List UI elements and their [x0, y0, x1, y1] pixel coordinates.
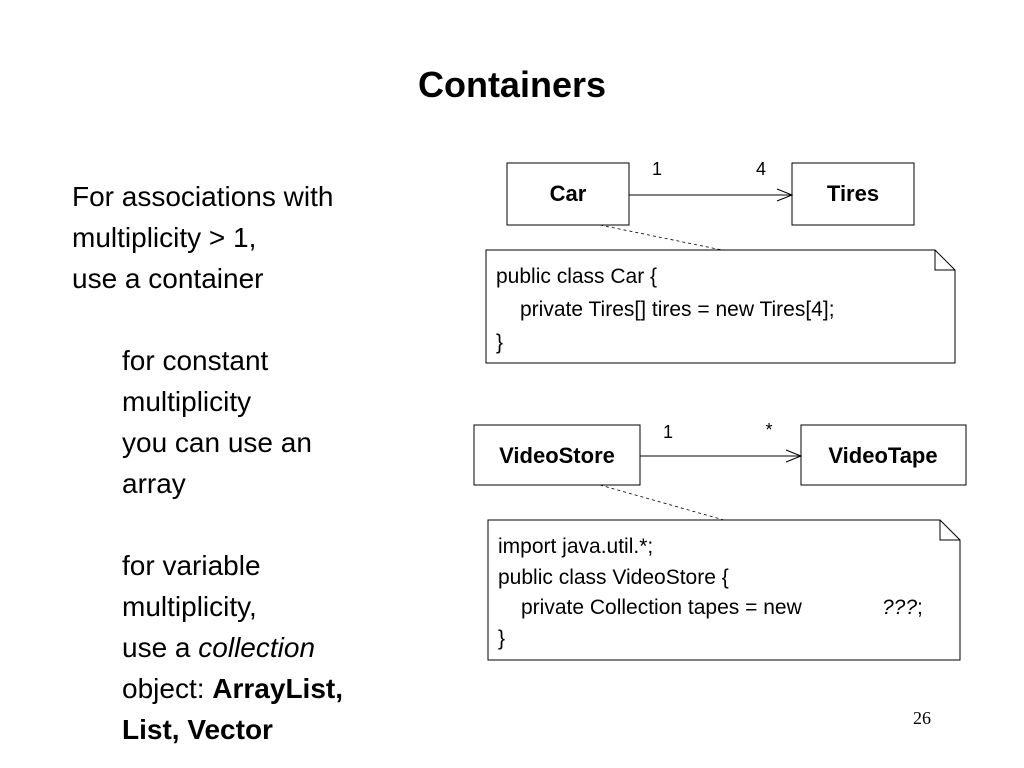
diagram-car-tires: Car Tires 1 4 public class Car { private…: [485, 159, 956, 364]
note-line-3-semicolon: ;: [917, 596, 923, 619]
variable-line-1: for variable: [122, 550, 261, 581]
collection-emphasis: collection: [198, 632, 316, 663]
class-box-car: [506, 162, 630, 226]
class-box-tires: [791, 162, 915, 226]
note-line-3-main: private Collection tapes = new: [521, 596, 803, 619]
class-box-videostore: [473, 424, 641, 486]
class-name-car: Car: [550, 181, 587, 206]
diagram-videostore-videotape: VideoStore VideoTape 1 * import java.uti…: [473, 420, 967, 661]
intro-line-3: use a container: [72, 263, 264, 294]
note-car-line-1: public class Car {: [496, 265, 657, 288]
note-fold-corner: [934, 250, 955, 271]
note-videostore-line-4: }: [498, 627, 505, 650]
variable-line-5: List, Vector: [72, 709, 343, 750]
multiplicity-videostore: 1: [663, 422, 673, 442]
multiplicity-videotape: *: [765, 420, 772, 440]
constant-line-1: for constant: [122, 345, 269, 376]
note-videostore-line-1: import java.util.*;: [498, 535, 653, 558]
class-name-tires: Tires: [827, 181, 879, 206]
left-text-block: For associations with multiplicity > 1, …: [72, 176, 343, 750]
page-number: 26: [913, 708, 931, 728]
list-vector-bold: List, Vector: [122, 714, 273, 745]
note-anchor-line: [599, 224, 723, 251]
variable-line-4-prefix: object:: [122, 673, 213, 704]
note-car-line-2: private Tires[] tires = new Tires[4];: [520, 298, 835, 321]
multiplicity-car: 1: [652, 159, 662, 179]
arraylist-bold: ArrayList,: [212, 673, 343, 704]
class-box-videotape: [800, 424, 967, 486]
constant-line-2: multiplicity: [122, 386, 252, 417]
code-note-car: [485, 249, 956, 364]
note-car-line-3: }: [496, 331, 503, 354]
intro-line-1: For associations with: [72, 181, 334, 212]
variable-line-3: use a collection: [72, 627, 343, 668]
class-name-videostore: VideoStore: [499, 443, 615, 468]
code-note-videostore: [487, 519, 961, 661]
constant-line-4: array: [122, 468, 186, 499]
note-fold-corner: [939, 520, 960, 541]
slide-title: Containers: [417, 64, 607, 105]
variable-line-3-prefix: use a: [122, 632, 199, 663]
unknown-placeholder: ???: [882, 596, 917, 619]
navigability-arrowhead: [785, 449, 803, 463]
multiplicity-tires: 4: [756, 159, 766, 179]
note-anchor-line: [599, 484, 725, 521]
variable-line-2: multiplicity,: [122, 591, 257, 622]
intro-line-2: multiplicity > 1,: [72, 222, 257, 253]
navigability-arrowhead: [776, 188, 794, 202]
note-videostore-line-3: private Collection tapes = new???;: [521, 596, 923, 619]
variable-line-4: object: ArrayList,: [72, 668, 343, 709]
constant-line-3: you can use an: [122, 427, 312, 458]
class-name-videotape: VideoTape: [828, 443, 937, 468]
note-videostore-line-2: public class VideoStore {: [498, 566, 729, 589]
